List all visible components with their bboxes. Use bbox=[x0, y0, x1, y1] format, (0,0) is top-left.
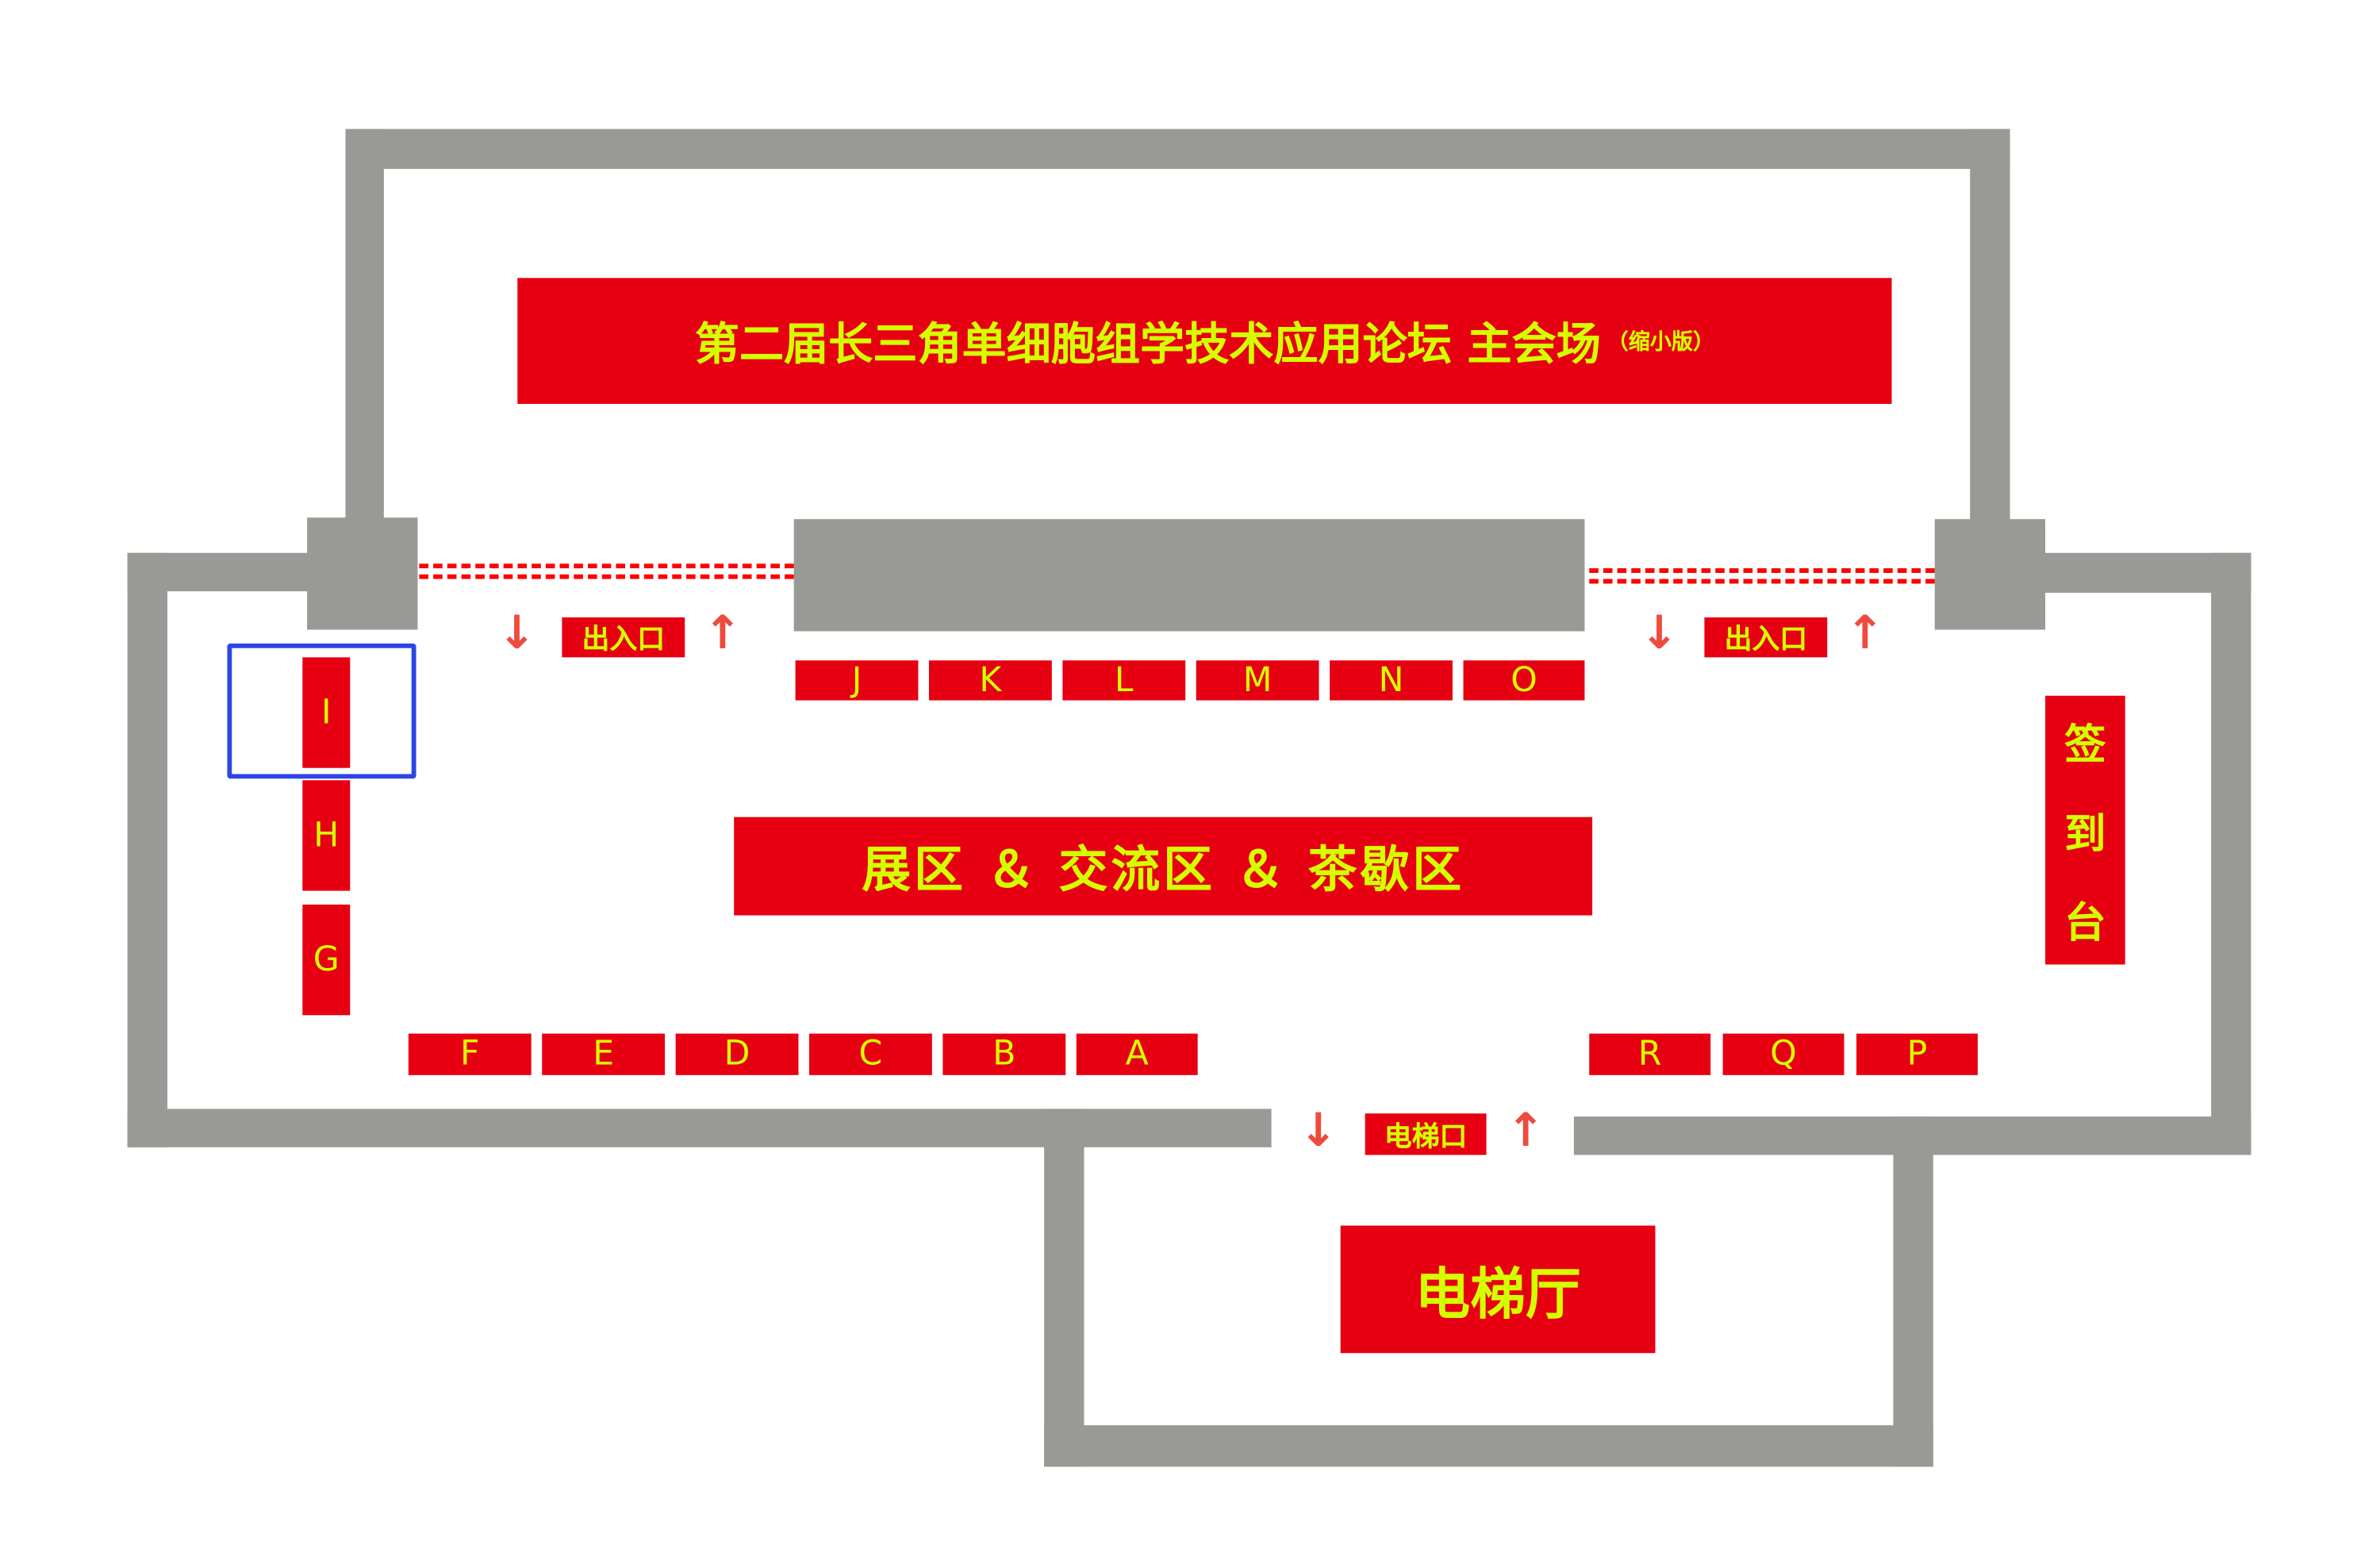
arrow-up-icon: ↑ bbox=[1845, 606, 1885, 661]
doorway-line bbox=[1589, 578, 1935, 584]
booth-r[interactable]: R bbox=[1589, 1033, 1711, 1075]
booth-d[interactable]: D bbox=[675, 1033, 799, 1075]
arrow-up-icon: ↑ bbox=[1506, 1104, 1545, 1159]
checkin-desk[interactable]: 签 到 台 bbox=[2045, 695, 2125, 965]
doorway-line bbox=[1589, 568, 1935, 573]
pillar bbox=[1934, 519, 2046, 630]
booth-q[interactable]: Q bbox=[1722, 1033, 1844, 1075]
main-hall-title: 第二届长三角单细胞组学技术应用论坛 主会场 （缩小版） bbox=[517, 278, 1892, 405]
booth-k[interactable]: K bbox=[928, 660, 1052, 701]
booth-c[interactable]: C bbox=[809, 1033, 932, 1075]
booth-l[interactable]: L bbox=[1062, 660, 1186, 701]
title-text: 第二届长三角单细胞组学技术应用论坛 主会场 bbox=[694, 317, 1601, 371]
arrow-down-icon: ↓ bbox=[497, 606, 536, 661]
elevator-entrance[interactable]: 电梯口 bbox=[1365, 1113, 1487, 1155]
wall bbox=[1044, 1425, 1933, 1467]
highlight-box bbox=[227, 643, 416, 779]
wall bbox=[1970, 129, 2010, 528]
stage-block bbox=[793, 519, 1585, 632]
pillar bbox=[307, 517, 418, 630]
booth-f[interactable]: F bbox=[408, 1033, 532, 1075]
title-note: （缩小版） bbox=[1606, 330, 1715, 355]
checkin-char: 签 bbox=[2064, 721, 2106, 770]
arrow-down-icon: ↓ bbox=[1299, 1104, 1338, 1159]
booth-e[interactable]: E bbox=[542, 1033, 666, 1075]
wall bbox=[345, 129, 2010, 169]
wall bbox=[127, 1109, 1272, 1147]
booth-b[interactable]: B bbox=[942, 1033, 1066, 1075]
booth-h[interactable]: H bbox=[302, 780, 351, 891]
wall bbox=[345, 129, 384, 528]
exhibition-area-label: 展区 ＆ 交流区 ＆ 茶歇区 bbox=[734, 817, 1593, 916]
booth-a[interactable]: A bbox=[1076, 1033, 1198, 1075]
wall bbox=[1044, 1109, 1084, 1467]
checkin-char: 台 bbox=[2064, 900, 2106, 948]
arrow-up-icon: ↑ bbox=[703, 606, 743, 661]
arrow-down-icon: ↓ bbox=[1640, 606, 1679, 661]
booth-p[interactable]: P bbox=[1856, 1033, 1978, 1075]
booth-g[interactable]: G bbox=[302, 905, 351, 1016]
wall bbox=[127, 552, 167, 1147]
elevator-hall: 电梯厅 bbox=[1340, 1225, 1656, 1354]
booth-n[interactable]: N bbox=[1330, 660, 1453, 701]
booth-i[interactable]: I bbox=[302, 657, 351, 768]
wall bbox=[1893, 1116, 1933, 1467]
entrance-left[interactable]: 出入口 bbox=[562, 617, 685, 658]
booth-j[interactable]: J bbox=[795, 660, 919, 701]
booth-m[interactable]: M bbox=[1196, 660, 1319, 701]
entrance-right[interactable]: 出入口 bbox=[1704, 617, 1828, 658]
doorway-line bbox=[419, 574, 794, 579]
doorway-line bbox=[419, 563, 794, 569]
booth-o[interactable]: O bbox=[1463, 660, 1585, 701]
checkin-char: 到 bbox=[2064, 810, 2106, 859]
wall bbox=[2211, 552, 2251, 1155]
